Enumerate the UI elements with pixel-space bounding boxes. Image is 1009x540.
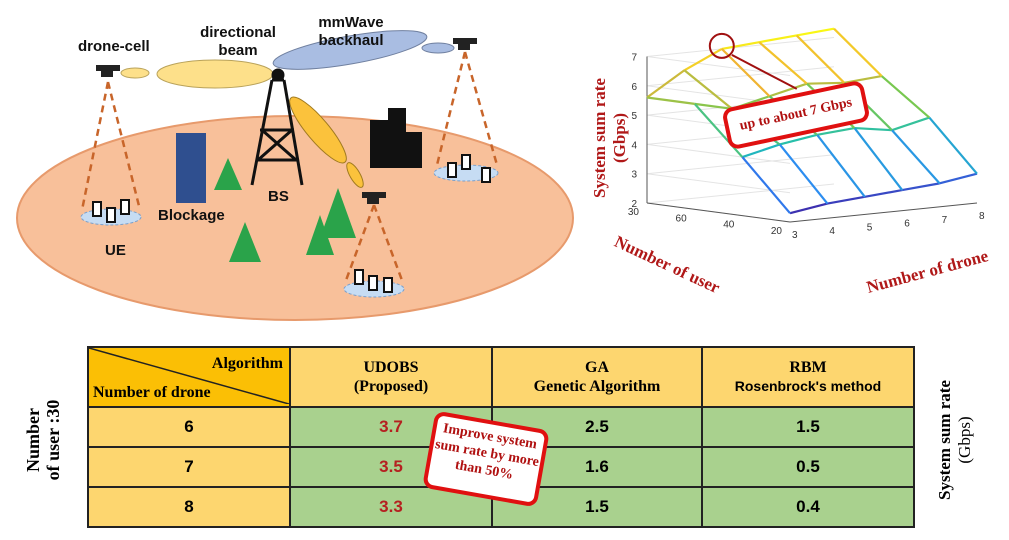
base-station-tower-icon: [250, 68, 304, 186]
drone-icon: [96, 38, 477, 204]
surface-line: [833, 27, 883, 77]
y-axis-line: [646, 202, 791, 223]
x-tick-label: 8: [979, 211, 985, 222]
annotation-arrow: [731, 54, 798, 90]
x-tick-label: 3: [792, 230, 798, 241]
surface-line: [683, 69, 733, 110]
label-drone-cell: drone-cell: [78, 38, 150, 55]
directional-beam-down: [289, 96, 347, 164]
label-mmwave-backhaul: mmWave backhaul: [318, 14, 384, 49]
z-tick-label: 5: [631, 111, 637, 122]
x-tick-label: 4: [829, 226, 835, 237]
table-corner-header: Algorithm Number of drone: [87, 346, 291, 408]
surface-line: [854, 126, 892, 132]
label-directional-beam: directional beam: [200, 24, 276, 59]
drone-beam: [120, 67, 150, 79]
network-scenario-illustration: [16, 30, 574, 321]
surface-line: [721, 41, 760, 50]
surface-line: [789, 202, 828, 215]
chart-zlabel: System sum rate (Gbps): [590, 78, 629, 198]
x-axis-line: [789, 202, 978, 223]
surface-line: [816, 127, 855, 136]
y-tick-label: 20: [771, 226, 783, 237]
tree-icon: [214, 158, 356, 262]
z-tick-label: 6: [631, 82, 637, 93]
surface-line: [853, 127, 904, 191]
y-tick-label: 30: [628, 207, 640, 218]
surface-line: [741, 143, 781, 159]
corner-algorithm-label: Algorithm: [211, 355, 283, 372]
surface-line: [779, 133, 818, 146]
surface-line: [683, 47, 723, 72]
ue-phone-icon: [92, 154, 491, 293]
header-udobs: UDOBS(Proposed): [289, 346, 493, 408]
x-tick-label: 7: [942, 215, 948, 226]
x-tick-label: 5: [867, 222, 873, 233]
surface-line: [880, 75, 931, 119]
surface-line: [758, 41, 808, 85]
surface-line: [769, 82, 808, 98]
x-tick-label: 6: [904, 219, 910, 230]
surface-line: [891, 116, 930, 132]
surface-line: [939, 172, 978, 185]
surface-line: [806, 81, 845, 85]
y-tick-label: 40: [723, 220, 735, 231]
peak-highlight-circle: [708, 32, 735, 59]
surface-line: [928, 116, 978, 175]
surface-line: [796, 27, 835, 37]
surface-line: [902, 182, 940, 192]
surface-line: [827, 195, 865, 205]
blockage-building-icon: [176, 108, 422, 203]
label-blockage: Blockage: [158, 207, 225, 224]
surface-line: [759, 34, 797, 44]
surface-line: [778, 143, 829, 205]
surface-line: [816, 134, 866, 198]
y-tick-label: 60: [676, 213, 688, 224]
corner-drone-label: Number of drone: [93, 384, 211, 401]
z-tick-label: 2: [631, 199, 637, 210]
surface-line: [646, 96, 695, 105]
surface-line: [646, 69, 686, 99]
z-tick-label: 3: [631, 170, 637, 181]
surface-line: [741, 156, 791, 214]
sum-rate-surface-chart: 2 3 4 5 6 7 20 40 60 30 3 4 5 6 7 8: [628, 27, 985, 241]
surface-line: [721, 48, 771, 98]
surface-line: [795, 34, 846, 84]
surface-line: [864, 189, 903, 198]
surface-line: [694, 102, 733, 110]
z-tick-label: 4: [631, 140, 637, 151]
label-ue: UE: [105, 242, 126, 259]
label-bs: BS: [268, 188, 289, 205]
z-tick-label: 7: [631, 53, 637, 64]
table-right-label: System sum rate(Gbps): [935, 380, 974, 500]
mmwave-backhaul-beam: [272, 30, 428, 70]
surface-line: [891, 129, 941, 185]
